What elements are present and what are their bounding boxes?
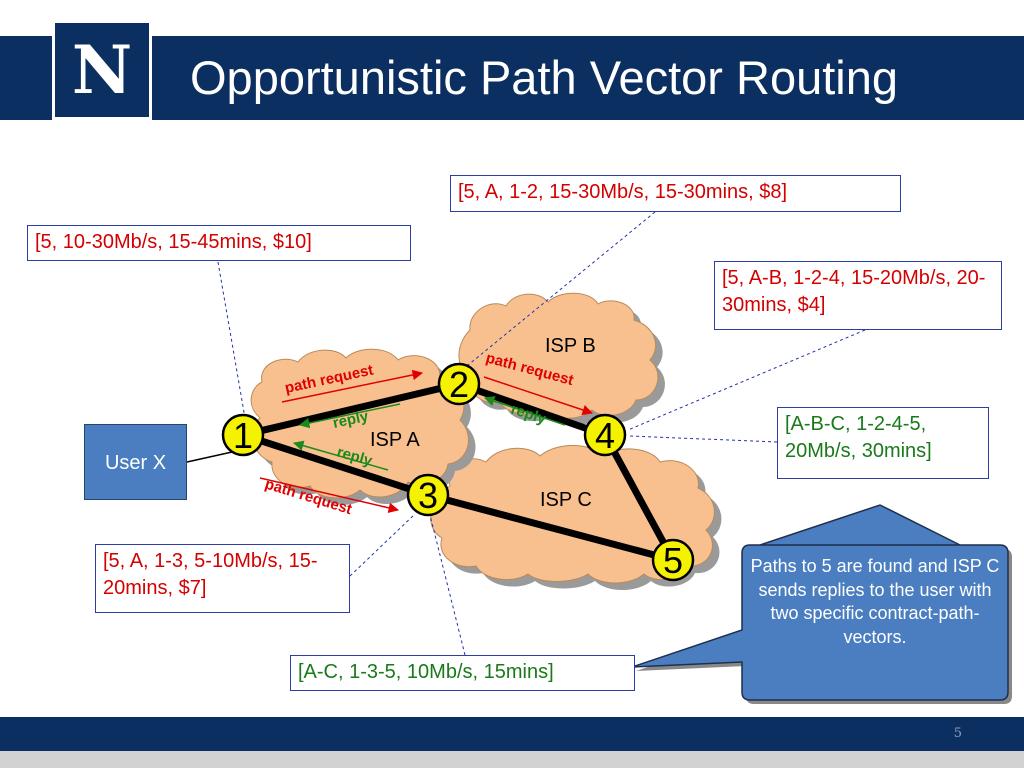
node-3: 3 (406, 473, 450, 517)
slide-title: Opportunistic Path Vector Routing (190, 51, 899, 104)
callout-top-center: [5, A, 1-2, 15-30Mb/s, 15-30mins, $8] (450, 175, 901, 212)
footer-band: 5 (0, 717, 1024, 751)
leader-top-left (217, 261, 246, 419)
reply-arrow-2-1 (298, 403, 401, 429)
node-5-label: 5 (663, 540, 683, 581)
link-2-4 (455, 380, 609, 439)
leader-right-green (629, 435, 778, 443)
node-5: 5 (651, 538, 695, 582)
request-arrow-1-3 (259, 477, 400, 513)
leader-bottom-green (429, 514, 466, 656)
callout-bottom-green: [A-C, 1-3-5, 10Mb/s, 15mins] (290, 655, 635, 691)
leader-right-red (627, 329, 866, 431)
node-3-label: 3 (418, 475, 438, 516)
node-4-label: 4 (595, 415, 615, 456)
link-3-5 (424, 491, 677, 564)
footer-strip (0, 751, 1024, 768)
link-4-5 (601, 431, 677, 564)
node-4: 4 (583, 413, 627, 457)
header-band (0, 36, 1024, 120)
isp-c-label: ISP C (540, 489, 592, 511)
university-logo: N (52, 20, 152, 120)
leader-left-red (349, 513, 416, 577)
callout-right-red: [5, A-B, 1-2-4, 15-20Mb/s, 20-30mins, $4… (714, 261, 1002, 330)
node-1-label: 1 (233, 415, 253, 456)
isp-b-label: ISP B (545, 335, 596, 357)
callout-right-green: [A-B-C, 1-2-4-5, 20Mb/s, 30mins] (777, 407, 989, 479)
callout-top-left: [5, 10-30Mb/s, 15-45mins, $10] (27, 225, 411, 261)
link-1-2 (239, 380, 463, 439)
slide-header: N Opportunistic Path Vector Routing (0, 0, 1024, 140)
network-links (239, 380, 677, 564)
reply-arrow-4-2 (484, 396, 566, 426)
node-2: 2 (437, 362, 481, 406)
speech-bubble (631, 504, 1012, 704)
isp-a-label: ISP A (370, 429, 420, 451)
callout-left-red: [5, A, 1-3, 5-10Mb/s, 15-20mins, $7] (95, 544, 350, 613)
callout-leaders (217, 211, 866, 656)
speech-bubble-text: Paths to 5 are found and ISP C sends rep… (750, 556, 1000, 647)
request-arrow-1-2 (281, 369, 424, 403)
page-number: 5 (953, 726, 962, 741)
link-1-3 (239, 431, 432, 499)
node-1: 1 (221, 413, 265, 457)
request-arrow-2-4 (483, 376, 593, 415)
node-2-label: 2 (449, 364, 469, 405)
reply-arrow-3-1 (292, 440, 389, 471)
logo-letter: N (71, 31, 133, 109)
user-link (186, 451, 233, 463)
isp-b-cloud (458, 292, 665, 426)
user-node: User X (84, 424, 187, 500)
